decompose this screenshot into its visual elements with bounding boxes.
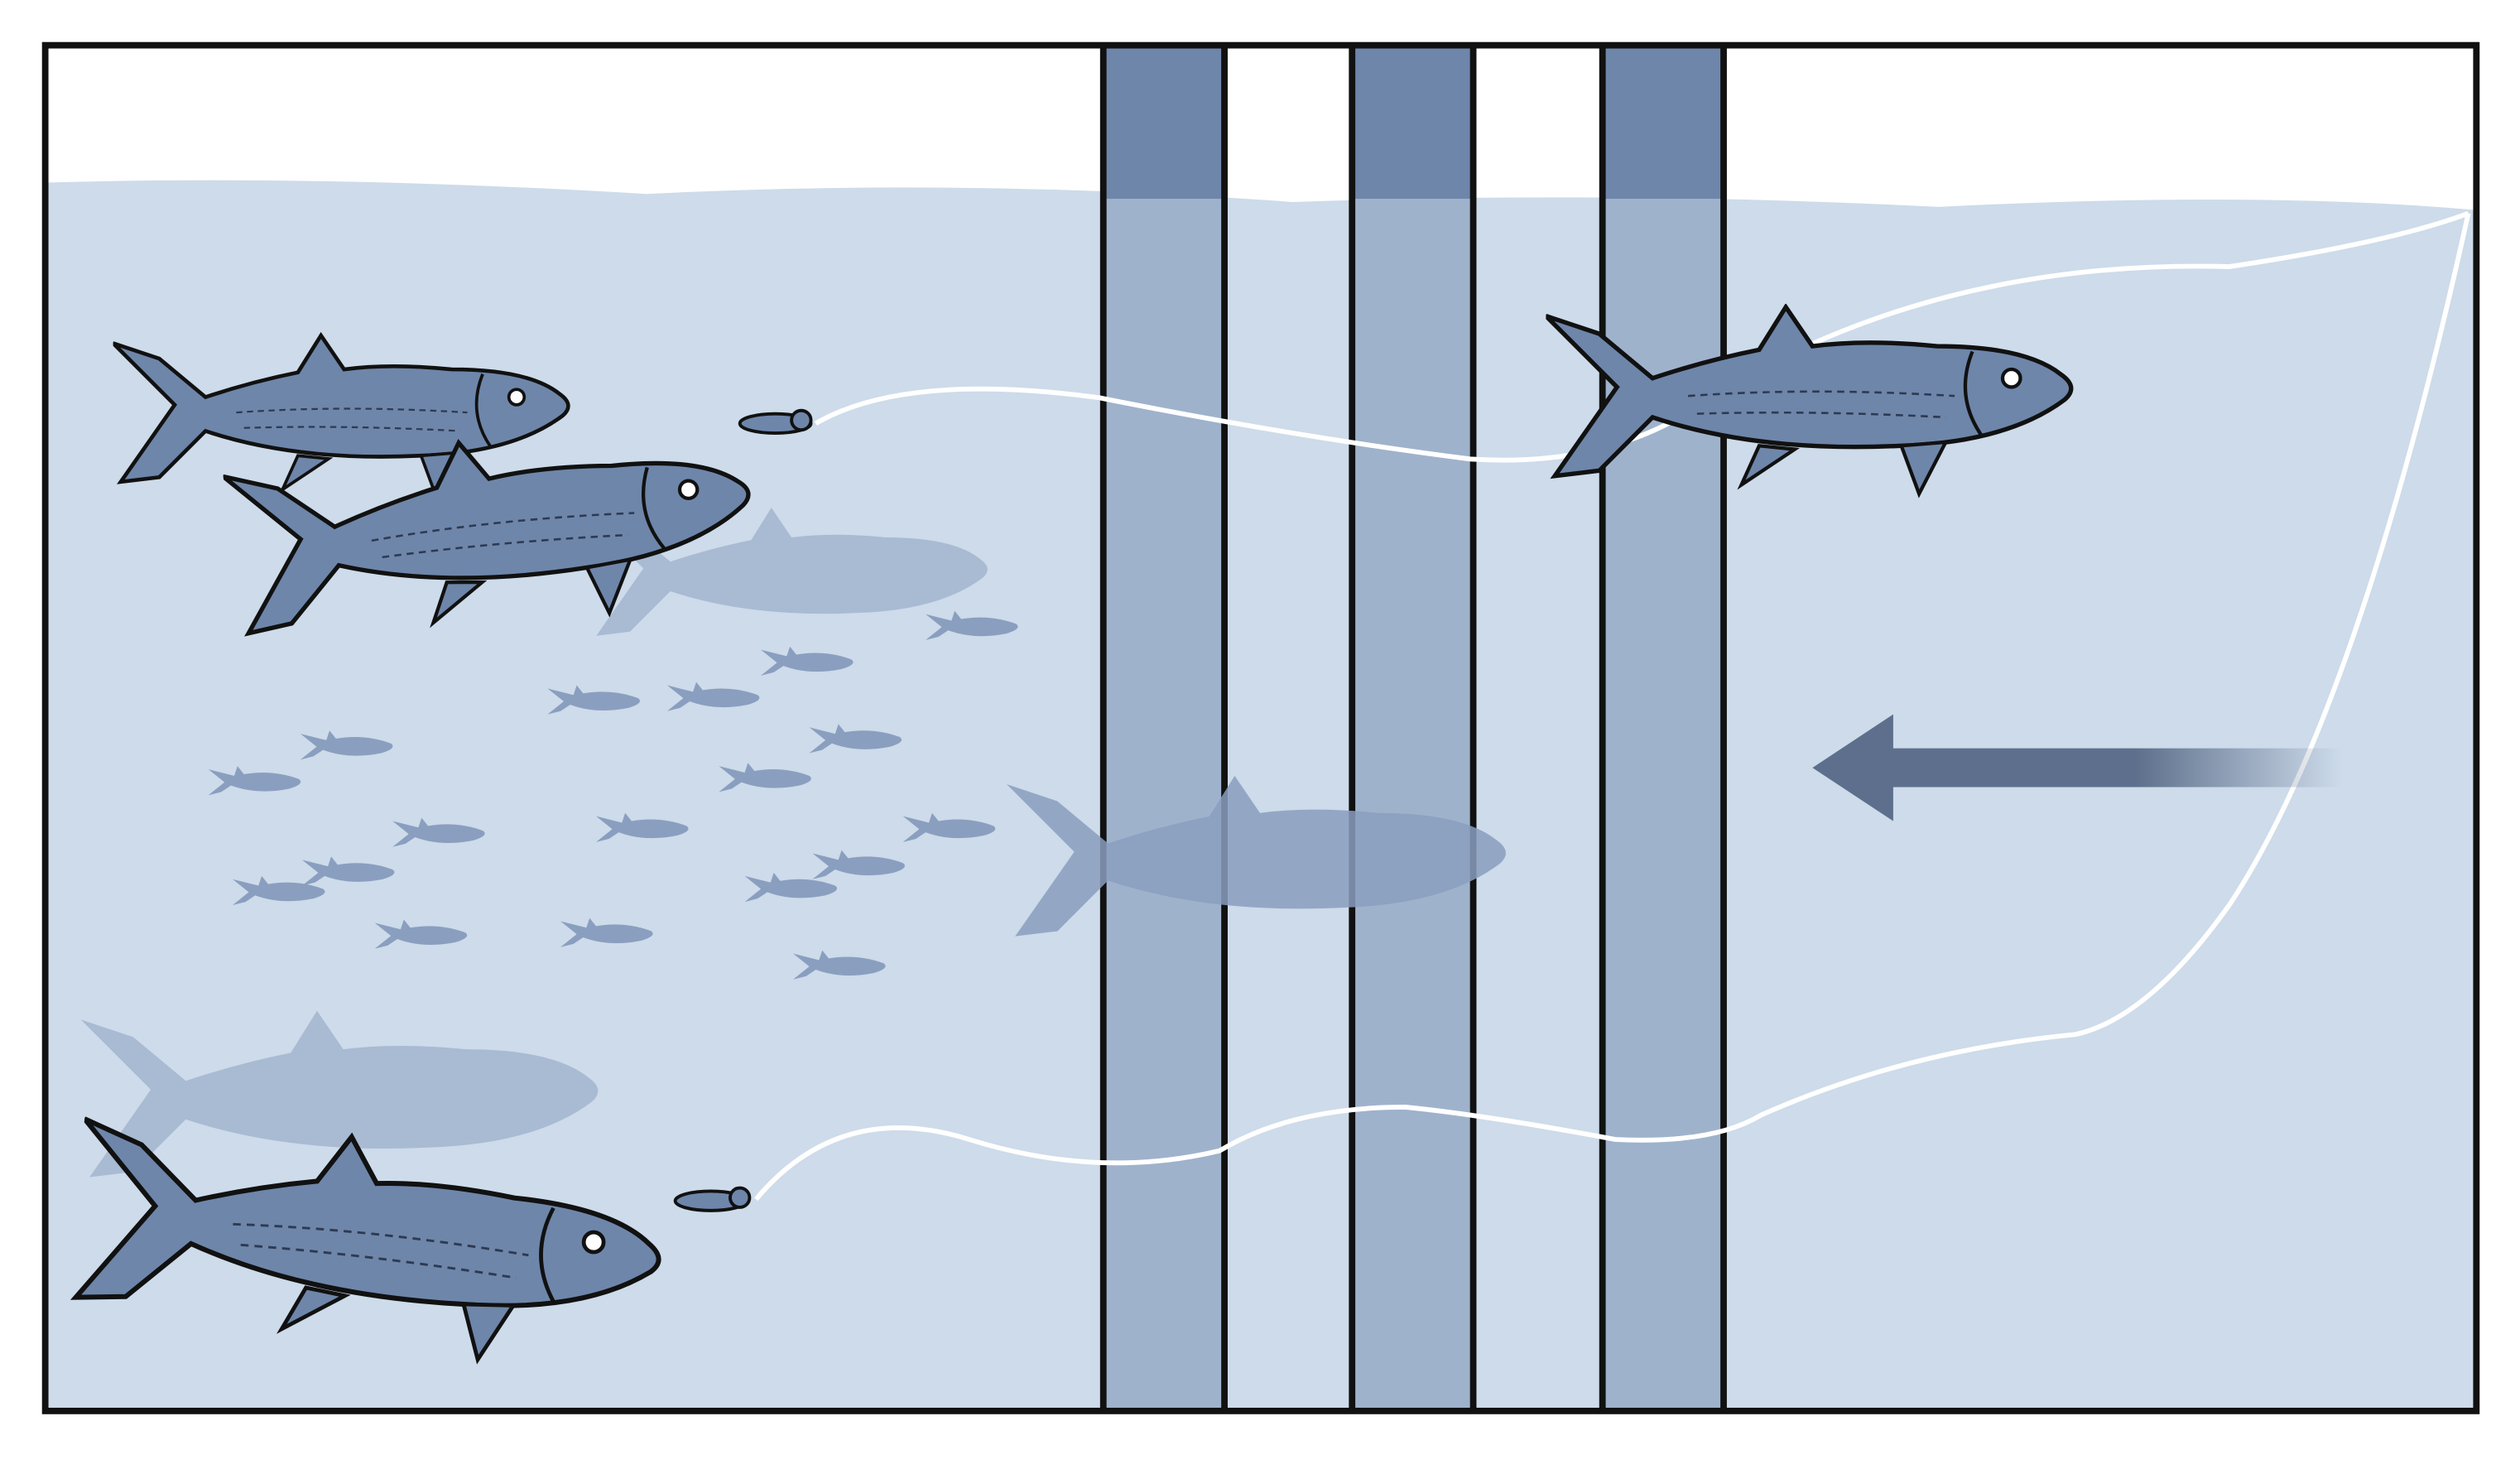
frame-border — [41, 41, 2480, 1414]
bridge-piling-icon — [1599, 45, 1727, 1411]
bridge-pilings — [1099, 45, 1727, 1411]
bridge-piling-icon — [1349, 45, 1477, 1411]
fishing-line-lower — [753, 213, 2471, 1202]
jig-lure-icon — [673, 1186, 752, 1212]
jig-lure-icon — [738, 408, 813, 436]
current-arrow-icon — [1812, 714, 2343, 821]
bridge-piling-icon — [1099, 45, 1228, 1411]
